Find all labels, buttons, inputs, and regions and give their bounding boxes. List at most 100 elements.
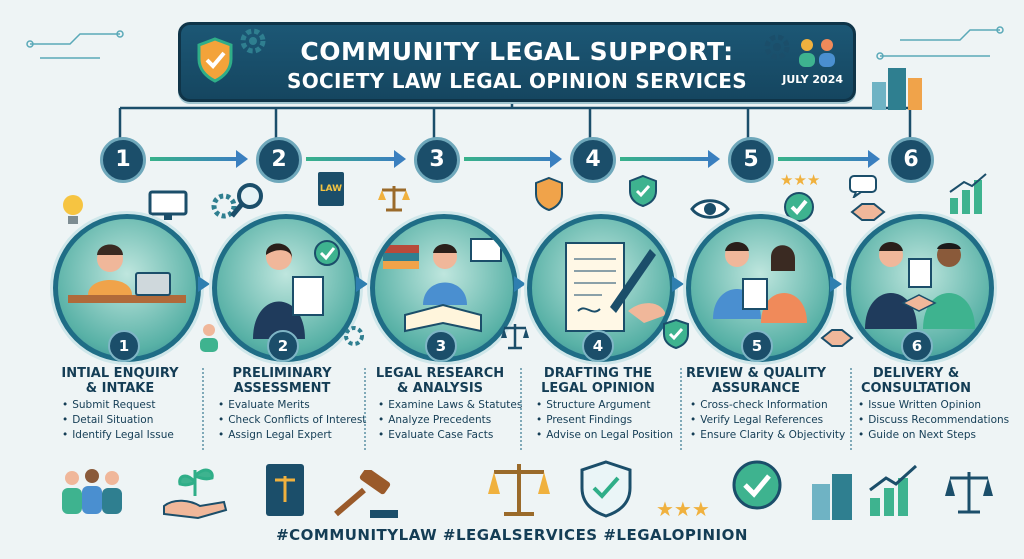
flow-arrow-1 xyxy=(150,150,248,168)
page-title: COMMUNITY LEGAL SUPPORT: xyxy=(300,37,734,66)
list-item: Evaluate Merits xyxy=(218,398,378,413)
stars-icon: ★★★ xyxy=(656,497,710,520)
step-2-list: Evaluate Merits Check Conflicts of Inter… xyxy=(218,398,378,443)
list-item: Check Conflicts of Interest xyxy=(218,413,378,428)
divider xyxy=(364,368,366,450)
step-2-number-top: 2 xyxy=(256,137,302,183)
svg-text:★★★: ★★★ xyxy=(780,171,820,188)
gavel-icon xyxy=(334,470,398,518)
gear-icon xyxy=(344,326,364,346)
hand-plant-icon xyxy=(163,468,228,520)
divider xyxy=(520,368,522,450)
city-buildings-icon xyxy=(872,68,922,110)
buildings-icon xyxy=(812,474,852,520)
scales-icon xyxy=(488,464,550,516)
page-subtitle: SOCIETY LAW LEGAL OPINION SERVICES xyxy=(287,69,747,93)
step-3-number-top: 3 xyxy=(414,137,460,183)
scales-icon xyxy=(501,324,529,350)
chevron-right-icon xyxy=(514,276,526,292)
step-1-title: INTIAL ENQUIRY& INTAKE xyxy=(61,366,179,396)
chevron-right-icon xyxy=(198,276,210,292)
bar-chart-icon xyxy=(949,173,987,214)
divider xyxy=(202,368,204,450)
list-item: Present Findings xyxy=(536,413,696,428)
chevron-right-icon xyxy=(830,276,842,292)
step-2-illustration xyxy=(212,214,360,362)
step-5-number-top: 5 xyxy=(728,137,774,183)
step-3-number: 3 xyxy=(425,330,457,362)
svg-text:★★★: ★★★ xyxy=(656,497,710,520)
list-item: Assign Legal Expert xyxy=(218,428,378,443)
list-item: Submit Request xyxy=(62,398,222,413)
step-4-illustration xyxy=(527,214,675,362)
title-banner: COMMUNITY LEGAL SUPPORT: SOCIETY LAW LEG… xyxy=(178,22,856,102)
list-item: Discuss Recommendations xyxy=(858,413,1018,428)
flow-arrow-2 xyxy=(306,150,406,168)
divider xyxy=(850,368,852,450)
person-question-icon xyxy=(200,324,218,352)
shield-check-icon xyxy=(195,37,235,87)
step-3-title: LEGAL RESEARCH& ANALYSIS xyxy=(375,366,505,396)
list-item: Examine Laws & Statutes xyxy=(378,398,538,413)
stars-icon: ★★★ xyxy=(780,171,820,188)
flow-arrow-5 xyxy=(778,150,880,168)
list-item: Evaluate Case Facts xyxy=(378,428,538,443)
flow-arrow-3 xyxy=(464,150,562,168)
hashtags: #COMMUNITYLAW #LEGALSERVICES #LEGALOPINI… xyxy=(276,526,748,544)
lightbulb-icon xyxy=(63,195,83,224)
chevron-right-icon xyxy=(356,276,368,292)
list-item: Identify Legal Issue xyxy=(62,428,222,443)
shield-check-icon xyxy=(629,174,657,208)
step-5-number: 5 xyxy=(741,330,773,362)
eye-icon xyxy=(690,199,730,219)
list-item: Structure Argument xyxy=(536,398,696,413)
people-group-icon xyxy=(793,35,841,73)
step-5-list: Cross-check Information Verify Legal Ref… xyxy=(690,398,850,443)
shield-icon xyxy=(535,176,563,212)
list-item: Detail Situation xyxy=(62,413,222,428)
shield-check-icon xyxy=(663,318,689,350)
step-4-list: Structure Argument Present Findings Advi… xyxy=(536,398,696,443)
divider xyxy=(680,368,682,450)
growth-chart-icon xyxy=(869,464,918,516)
list-item: Ensure Clarity & Objectivity xyxy=(690,428,850,443)
scales-icon xyxy=(378,186,410,212)
monitor-icon xyxy=(148,190,188,220)
check-circle-icon xyxy=(732,460,782,510)
step-5-illustration xyxy=(686,214,834,362)
chat-bubble-icon xyxy=(849,175,877,198)
magnifier-icon xyxy=(211,183,263,219)
scales-icon xyxy=(945,472,993,514)
flow-arrow-4 xyxy=(620,150,720,168)
step-6-title: DELIVERY &CONSULTATION xyxy=(860,366,972,396)
step-1-list: Submit Request Detail Situation Identify… xyxy=(62,398,222,443)
step-1-number-top: 1 xyxy=(100,137,146,183)
step-2-number: 2 xyxy=(267,330,299,362)
step-3-list: Examine Laws & Statutes Analyze Preceden… xyxy=(378,398,538,443)
step-1-number: 1 xyxy=(108,330,140,362)
people-group-icon xyxy=(62,469,122,514)
step-4-number: 4 xyxy=(582,330,614,362)
gear-icon xyxy=(240,28,266,54)
law-book-icon xyxy=(266,464,304,516)
step-4-number-top: 4 xyxy=(570,137,616,183)
shield-pen-icon xyxy=(580,460,632,518)
handshake-icon xyxy=(850,203,886,221)
step-6-number: 6 xyxy=(901,330,933,362)
gear-icon xyxy=(764,34,790,60)
list-item: Advise on Legal Position xyxy=(536,428,696,443)
step-6-list: Issue Written Opinion Discuss Recommenda… xyxy=(858,398,1018,443)
check-circle-icon xyxy=(784,192,814,222)
list-item: Cross-check Information xyxy=(690,398,850,413)
list-item: Analyze Precedents xyxy=(378,413,538,428)
handshake-icon xyxy=(820,329,854,347)
law-book-icon: LAW xyxy=(318,172,344,206)
list-item: Issue Written Opinion xyxy=(858,398,1018,413)
chevron-right-icon xyxy=(672,276,684,292)
list-item: Verify Legal References xyxy=(690,413,850,428)
